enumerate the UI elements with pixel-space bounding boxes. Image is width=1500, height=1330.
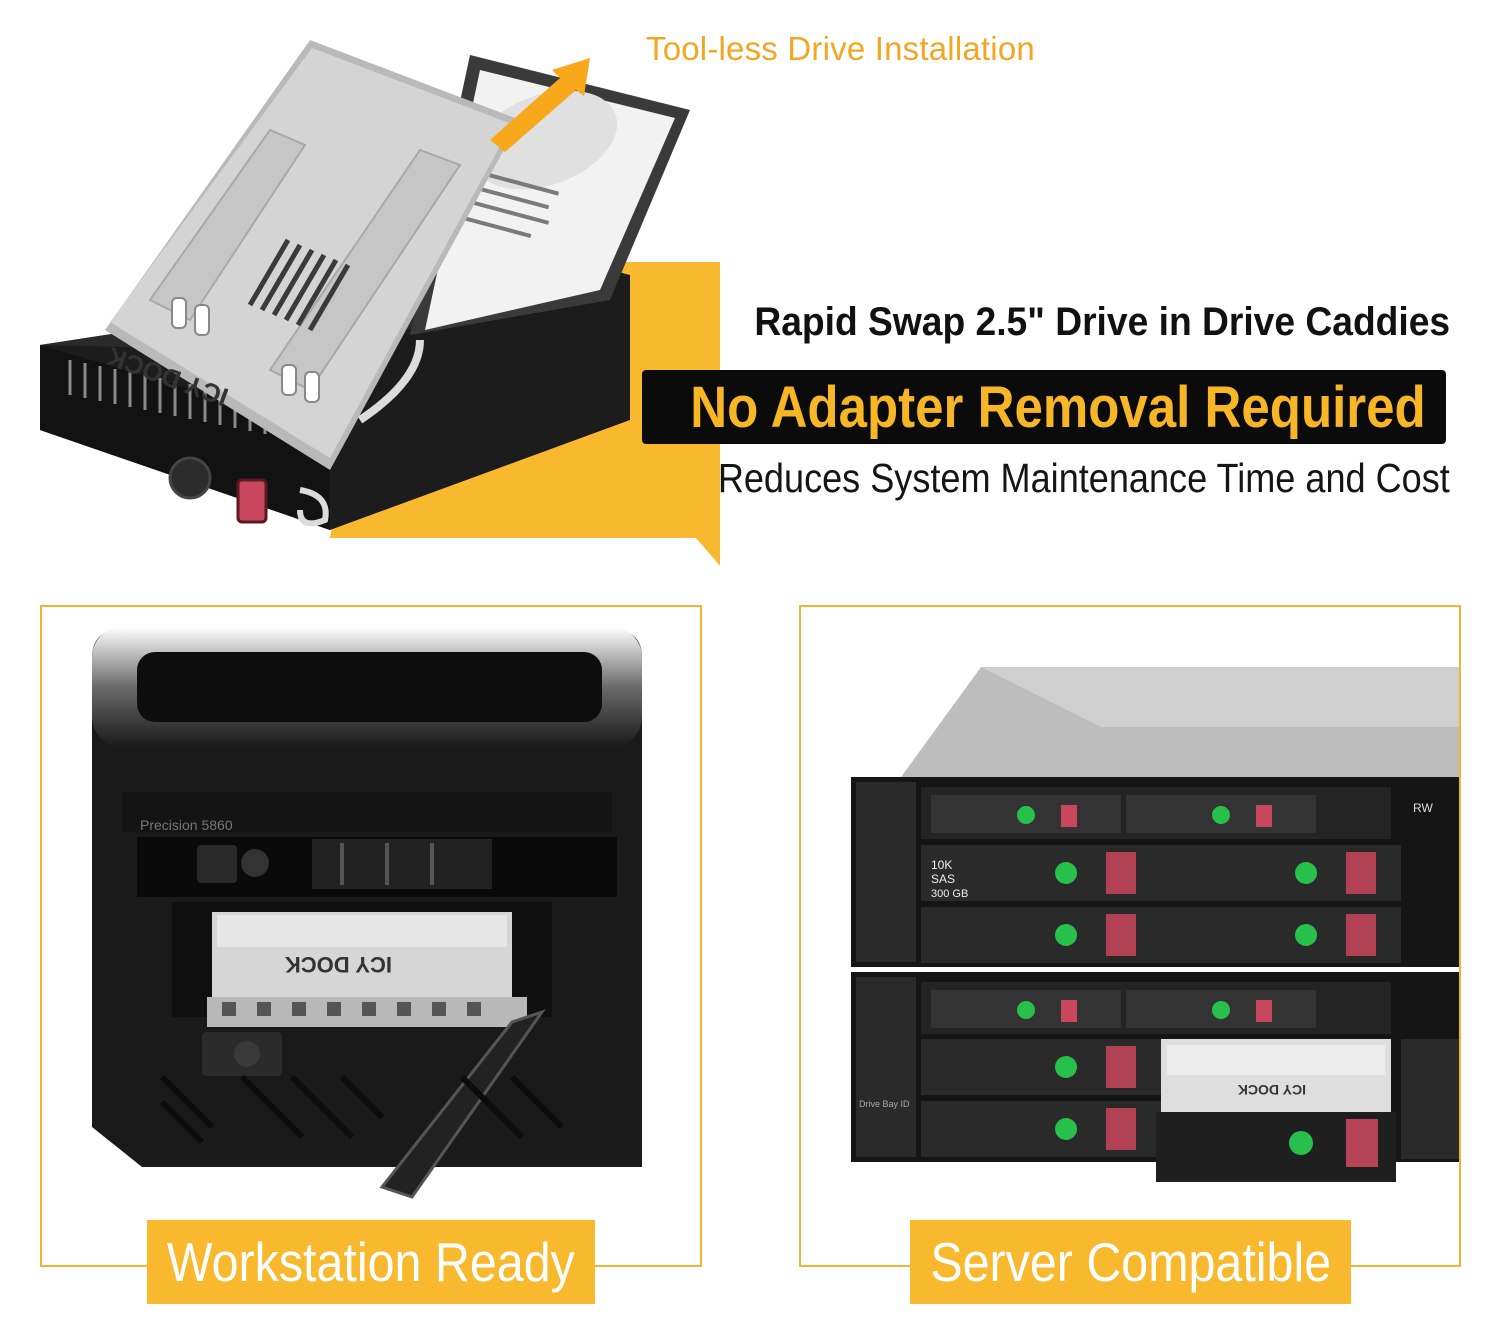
drive-tag-3: 300 GB (931, 888, 968, 900)
toolless-label: Tool-less Drive Installation (646, 30, 1035, 67)
caddy-button (168, 456, 212, 500)
server-panel: RW 10K SAS 300 GB Drive Bay ID (799, 605, 1461, 1267)
bay-label: Drive Bay ID (859, 1099, 910, 1109)
caddy-handle (357, 339, 424, 424)
server-rw-label: RW (1413, 801, 1433, 815)
headline: Rapid Swap 2.5" Drive in Drive Caddies (754, 300, 1450, 344)
workstation-adapter-brand: ICY DOCK (285, 952, 392, 977)
server-illustration: RW 10K SAS 300 GB Drive Bay ID (851, 667, 1459, 1182)
workstation-panel: Precision 5860 ICY DOCK (40, 605, 702, 1267)
workstation-model: Precision 5860 (140, 817, 233, 833)
caddy-clip (297, 487, 329, 527)
highlight-text: No Adapter Removal Required (690, 375, 1426, 440)
drive-tag-1: 10K (931, 858, 952, 872)
workstation-illustration: Precision 5860 ICY DOCK (92, 627, 642, 1199)
server-compatible-badge: Server Compatible (910, 1220, 1351, 1304)
server-compatible-label: Server Compatible (930, 1231, 1331, 1293)
drive-tag-2: SAS (931, 872, 955, 886)
server-adapter-brand: ICY DOCK (1238, 1082, 1306, 1098)
server-drive-bays (921, 845, 1401, 963)
drive-caddy-illustration: ICY DOCK (40, 40, 720, 566)
workstation-ready-label: Workstation Ready (167, 1231, 576, 1293)
workstation-ready-badge: Workstation Ready (147, 1220, 595, 1304)
silver-adapter: ICY DOCK (103, 40, 520, 470)
caddy-latch (236, 478, 268, 524)
highlight-box: No Adapter Removal Required (642, 370, 1446, 444)
subline: Reduces System Maintenance Time and Cost (718, 455, 1450, 501)
insertion-arrow (490, 58, 590, 152)
